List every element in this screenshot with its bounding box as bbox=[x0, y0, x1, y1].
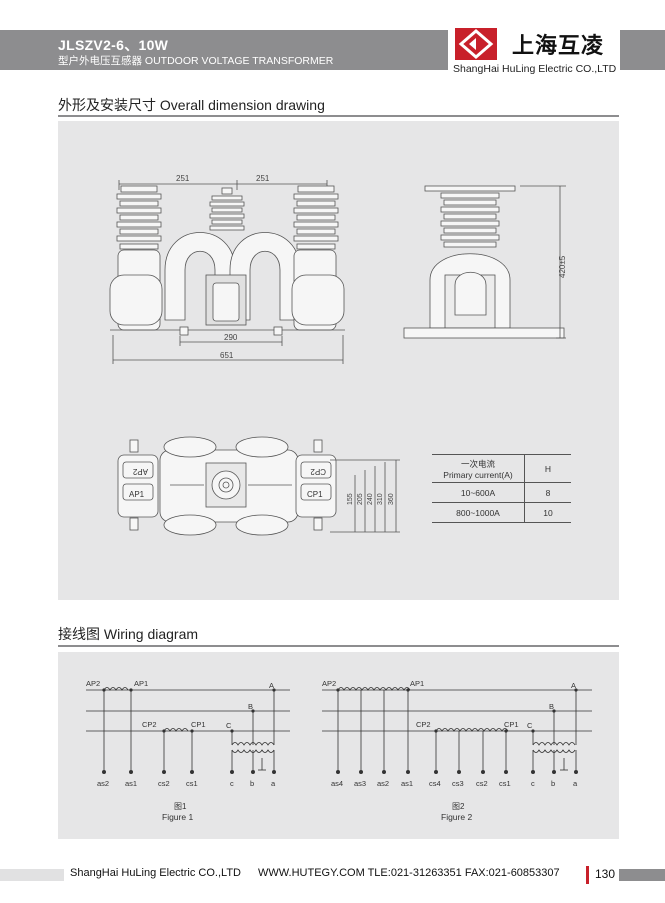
section-divider bbox=[58, 115, 619, 117]
label-ap2: AP2 bbox=[132, 467, 148, 476]
table-header-en: Primary current(A) bbox=[443, 469, 513, 480]
top-view-drawing bbox=[117, 436, 400, 536]
fig1-c: C bbox=[226, 721, 232, 730]
fig2-ap1: AP1 bbox=[410, 679, 424, 688]
top-dim-2: 205 bbox=[357, 493, 364, 505]
wiring-diagram-panel bbox=[58, 652, 619, 839]
wiring-section-title: 接线图 Wiring diagram bbox=[58, 626, 199, 642]
fig1-terminal: cs2 bbox=[158, 779, 170, 788]
fig2-terminal: cs3 bbox=[452, 779, 464, 788]
fig2-ap2: AP2 bbox=[322, 679, 336, 688]
fig1-b: B bbox=[248, 702, 253, 711]
page-number: 130 bbox=[595, 867, 616, 881]
figure-2-nodes bbox=[336, 688, 578, 774]
dim-top-left: 251 bbox=[176, 174, 190, 183]
fig2-terminal: cs2 bbox=[476, 779, 488, 788]
fig2-cp2: CP2 bbox=[416, 720, 431, 729]
brand-name-en: ShangHai HuLing Electric CO.,LTD bbox=[453, 63, 617, 75]
table-cell-current: 800~1000A bbox=[432, 502, 525, 523]
footer-company: ShangHai HuLing Electric CO.,LTD bbox=[70, 867, 241, 879]
label-cp1: CP1 bbox=[307, 490, 323, 499]
fig2-a: A bbox=[571, 681, 576, 690]
brand-name-cn: 上海互凌 bbox=[512, 34, 605, 59]
side-view-drawing bbox=[403, 185, 566, 339]
table-row: 800~1000A 10 bbox=[432, 502, 571, 523]
primary-current-table: 一次电流 Primary current(A) H 10~600A 8 800~… bbox=[432, 454, 571, 523]
label-ap1: AP1 bbox=[129, 490, 145, 499]
fig2-terminal: cs4 bbox=[429, 779, 441, 788]
fig2-terminal: cs1 bbox=[499, 779, 511, 788]
fig1-terminal: a bbox=[271, 779, 276, 788]
fig2-terminal: b bbox=[551, 779, 555, 788]
figure-1-nodes bbox=[102, 688, 276, 774]
fig1-cp1: CP1 bbox=[191, 720, 206, 729]
fig2-c: C bbox=[527, 721, 533, 730]
fig2-b: B bbox=[549, 702, 554, 711]
figure-1-diagram bbox=[86, 687, 290, 771]
dimension-section-title: 外形及安装尺寸 Overall dimension drawing bbox=[58, 97, 325, 113]
fig2-terminal: c bbox=[531, 779, 535, 788]
table-cell-h: 10 bbox=[524, 502, 571, 523]
top-dim-1: 155 bbox=[347, 493, 354, 505]
fig2-caption-en: Figure 2 bbox=[441, 812, 472, 822]
footer-accent bbox=[586, 866, 589, 884]
fig2-caption-cn: 图2 bbox=[452, 802, 465, 811]
fig2-terminal: as1 bbox=[401, 779, 413, 788]
fig1-terminal: c bbox=[230, 779, 234, 788]
fig1-a: A bbox=[269, 681, 274, 690]
top-dim-3: 240 bbox=[367, 493, 374, 505]
product-subtitle: 型户外电压互感器 OUTDOOR VOLTAGE TRANSFORMER bbox=[58, 55, 334, 67]
footer-left-bar bbox=[0, 869, 64, 881]
fig1-cp2: CP2 bbox=[142, 720, 157, 729]
fig1-terminal: b bbox=[250, 779, 254, 788]
table-cell-h: 8 bbox=[524, 482, 571, 503]
fig1-terminal: as1 bbox=[125, 779, 137, 788]
footer-contact: WWW.HUTEGY.COM TLE:021-31263351 FAX:021-… bbox=[258, 867, 560, 879]
table-header-cn: 一次电流 bbox=[460, 458, 495, 469]
section-divider bbox=[58, 645, 619, 647]
dim-overall: 651 bbox=[220, 351, 234, 360]
fig1-terminal: as2 bbox=[97, 779, 109, 788]
fig1-ap1: AP1 bbox=[134, 679, 148, 688]
company-logo-icon bbox=[455, 28, 497, 60]
fig1-caption-cn: 图1 bbox=[174, 802, 187, 811]
table-row: 10~600A 8 bbox=[432, 482, 571, 503]
figure-2-diagram bbox=[322, 687, 592, 771]
product-title: JLSZV2-6、10W bbox=[58, 37, 169, 53]
fig1-ap2: AP2 bbox=[86, 679, 100, 688]
dim-inner: 290 bbox=[224, 333, 238, 342]
fig1-terminal: cs1 bbox=[186, 779, 198, 788]
fig2-terminal: a bbox=[573, 779, 578, 788]
footer-right-bar bbox=[619, 869, 665, 881]
dim-top-right: 251 bbox=[256, 174, 270, 183]
fig2-cp1: CP1 bbox=[504, 720, 519, 729]
fig1-caption-en: Figure 1 bbox=[162, 812, 193, 822]
table-header-h: H bbox=[524, 454, 571, 483]
fig2-terminal: as3 bbox=[354, 779, 366, 788]
top-dim-5: 360 bbox=[388, 493, 395, 505]
fig2-terminal: as4 bbox=[331, 779, 343, 788]
label-cp2: CP2 bbox=[310, 467, 326, 476]
fig2-terminal: as2 bbox=[377, 779, 389, 788]
top-dim-4: 310 bbox=[377, 493, 384, 505]
dim-height: 420±5 bbox=[558, 255, 567, 278]
table-header-row: 一次电流 Primary current(A) H bbox=[432, 454, 571, 483]
table-cell-current: 10~600A bbox=[432, 482, 525, 503]
